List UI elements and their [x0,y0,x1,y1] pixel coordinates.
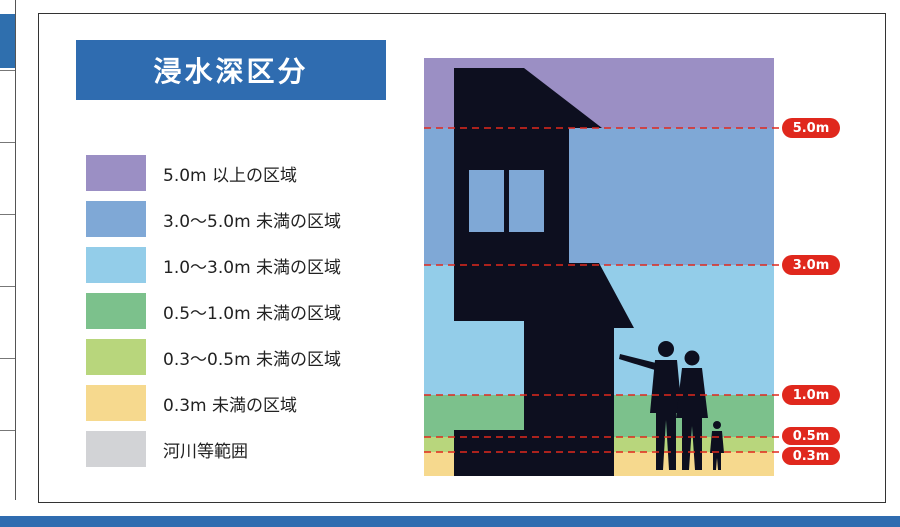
legend-item: 0.3～0.5m 未満の区域 [86,339,341,375]
legend-item: 河川等範囲 [86,431,248,467]
legend-label: 1.0～3.0m 未満の区域 [163,257,342,278]
depth-marker-1m: 1.0m [782,385,840,405]
legend-swatch [86,155,146,191]
legend-label: 河川等範囲 [163,441,248,462]
bottom-accent-bar [0,516,900,527]
table-divider [0,142,15,143]
depth-illustration [424,58,774,476]
adjacent-table-edge [0,0,16,500]
depth-marker-03m: 0.3m [782,447,840,465]
legend-item: 1.0～3.0m 未満の区域 [86,247,341,283]
legend-label: 5.0m 以上の区域 [163,165,297,186]
legend-item: 3.0～5.0m 未満の区域 [86,201,341,237]
depth-marker-05m: 0.5m [782,427,840,445]
legend-label: 3.0～5.0m 未満の区域 [163,211,342,232]
depth-marker-3m: 3.0m [782,255,840,275]
table-divider [0,214,15,215]
legend-swatch [86,201,146,237]
people-silhouette [619,341,724,470]
legend-label: 0.3m 未満の区域 [163,395,297,416]
house-window [469,170,504,232]
legend-swatch [86,293,146,329]
legend-swatch [86,247,146,283]
house-window [509,170,544,232]
table-divider [0,70,15,71]
table-divider [0,286,15,287]
legend-label: 0.5～1.0m 未満の区域 [163,303,342,324]
legend-item: 5.0m 以上の区域 [86,155,297,191]
depth-marker-5m: 5.0m [782,118,840,138]
legend-item: 0.3m 未満の区域 [86,385,297,421]
table-header-cell [0,14,15,68]
table-divider [0,358,15,359]
legend-item: 0.5～1.0m 未満の区域 [86,293,341,329]
legend-label: 0.3～0.5m 未満の区域 [163,349,342,370]
legend-swatch [86,385,146,421]
panel-title: 浸水深区分 [76,40,386,100]
legend-swatch [86,431,146,467]
table-divider [0,430,15,431]
legend-swatch [86,339,146,375]
